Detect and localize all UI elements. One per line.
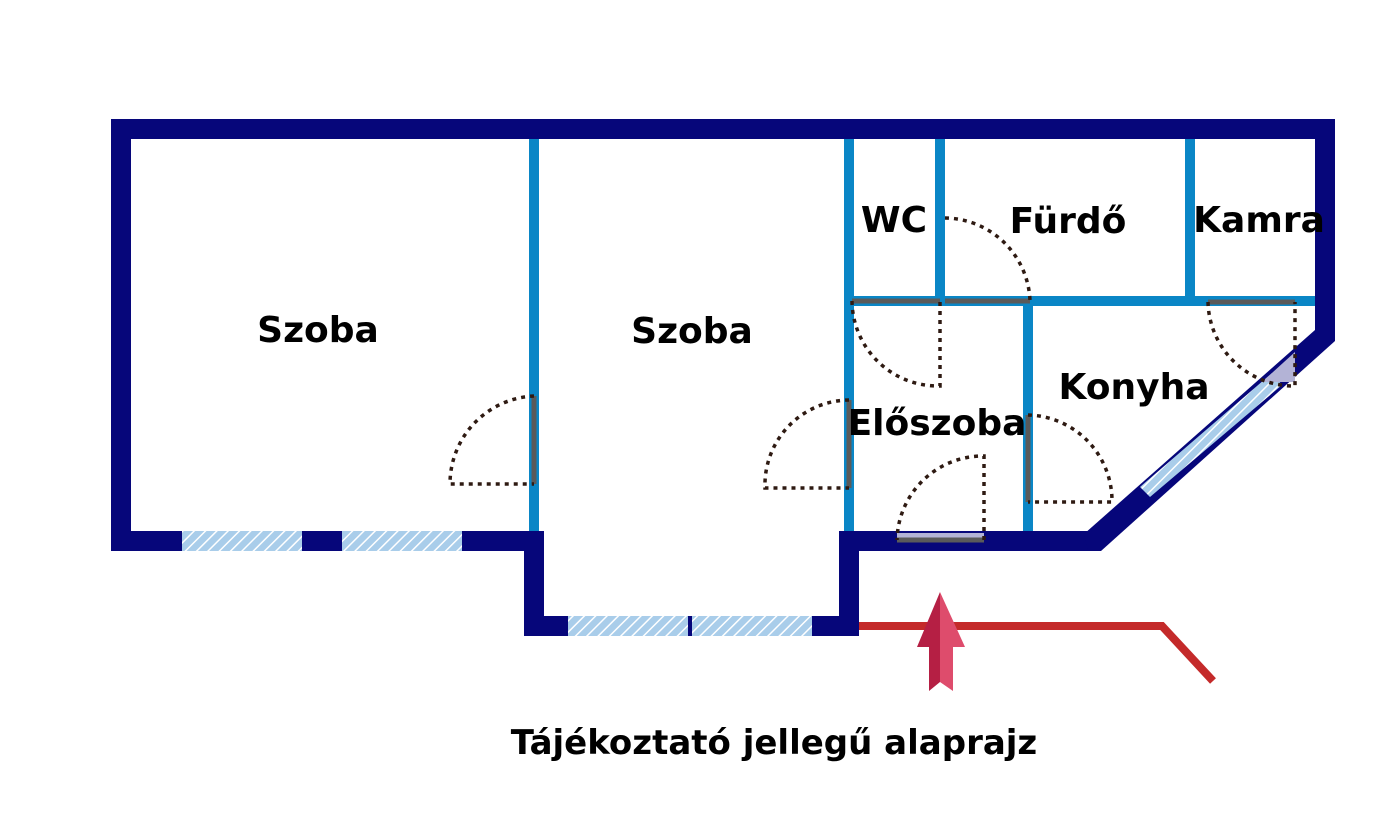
window [342, 531, 462, 551]
entrance-route [859, 592, 1216, 691]
entrance-arrow-icon [917, 592, 965, 691]
plan-caption: Tájékoztató jellegű alaprajz [511, 723, 1037, 763]
room-label-room2: Szoba [631, 311, 753, 352]
door-room1 [448, 394, 537, 486]
window [182, 531, 302, 551]
outer-wall-bay-left [524, 531, 544, 636]
room-label-bathroom: Fürdő [1010, 201, 1127, 242]
outer-wall-left [111, 119, 131, 550]
outer-wall-right [1315, 119, 1335, 341]
room-label-kitchen: Konyha [1058, 367, 1209, 408]
room-label-hallway: Előszoba [848, 403, 1027, 444]
inner-wall-horizontal [850, 296, 1315, 306]
door-kitchen [1025, 413, 1114, 504]
inner-wall-wc-bath [935, 139, 945, 302]
windows [182, 352, 1295, 636]
window-mullion [688, 616, 692, 636]
door-room2 [763, 398, 852, 490]
window-pantry [1262, 352, 1295, 382]
door-wc [850, 298, 942, 388]
door-pantry [1206, 299, 1297, 388]
door-bathroom [944, 216, 1032, 304]
window [692, 616, 812, 636]
inner-wall-room1-room2 [529, 139, 539, 531]
entrance-path [859, 622, 1216, 684]
room-label-room1: Szoba [257, 310, 379, 351]
room-labels: Szoba Szoba WC Fürdő Kamra Előszoba Kony… [257, 200, 1325, 444]
doors [448, 216, 1297, 543]
window [568, 616, 688, 636]
inner-wall-bath-pantry [1185, 139, 1195, 302]
room-label-pantry: Kamra [1193, 200, 1325, 241]
outer-wall-bay-right [839, 531, 859, 636]
outer-wall-bottom-left [111, 531, 543, 551]
room-label-wc: WC [861, 200, 927, 241]
outer-wall-top [111, 119, 1335, 139]
window-kitchen [1140, 373, 1282, 497]
door-entrance [895, 454, 986, 543]
inner-wall-room2-east [844, 139, 854, 531]
